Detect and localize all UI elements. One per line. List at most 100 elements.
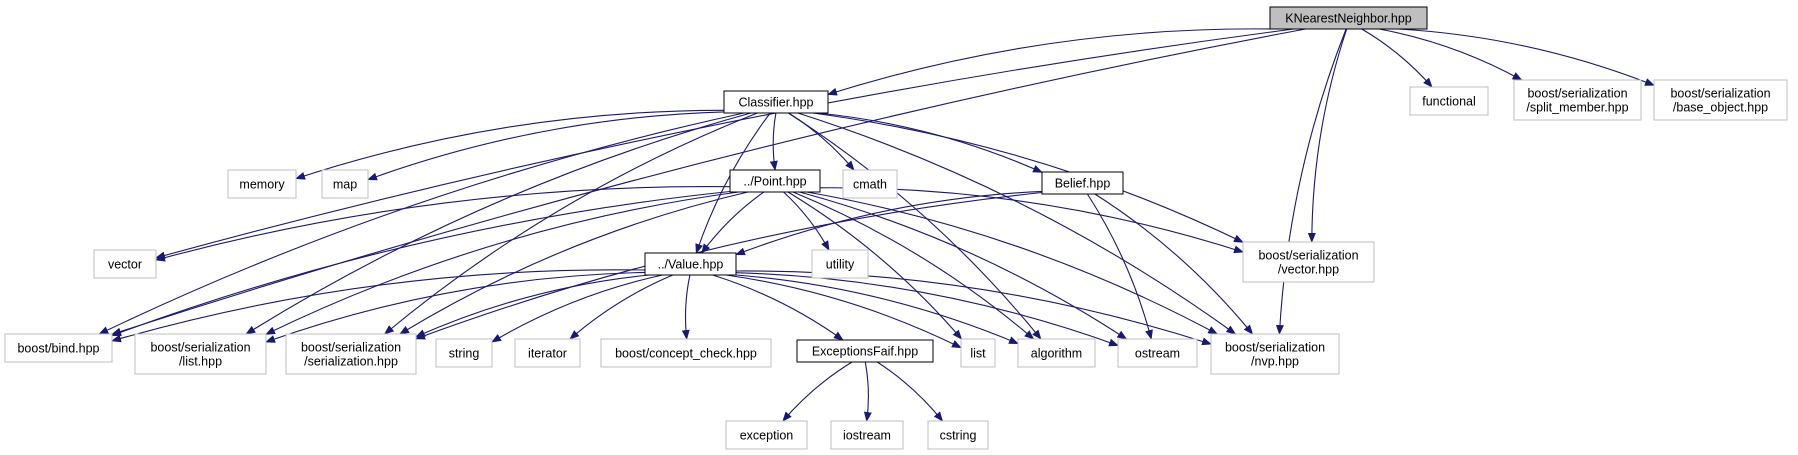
edge-classifier-to-belief [817,112,1043,173]
node-cmath: cmath [842,169,898,199]
node-box-ser_nvp [1210,333,1340,375]
node-box-iostream [830,420,904,450]
node-box-cstring [927,420,989,450]
edge-point-to-ostream [799,191,1128,340]
node-iostream: iostream [830,420,904,450]
edge-point-to-bind [111,190,731,337]
node-map: map [321,169,369,199]
node-label-ser_vector-line-1: /vector.hpp [1278,263,1339,277]
node-exception: exception [725,420,808,450]
node-box-utility [811,249,869,279]
edge-belief-to-value [735,190,1043,256]
node-label-algorithm-line-0: algorithm [1031,347,1082,361]
node-memory: memory [227,169,297,199]
edge-point-to-list [787,191,963,340]
node-label-ser_list-line-1: /list.hpp [179,355,222,369]
edge-exceptions-to-exception [782,361,853,422]
edge-knn-to-classifier [827,28,1274,96]
edge-knn-to-vector [155,28,1294,260]
node-label-memory-line-0: memory [239,178,285,192]
node-label-ser_list-line-0: boost/serialization [150,341,250,355]
node-vector: vector [93,249,157,279]
node-ser_nvp: boost/serialization/nvp.hpp [1210,333,1340,375]
node-box-memory [227,169,297,199]
node-label-base_object-line-1: /base_object.hpp [1673,101,1768,115]
node-knn[interactable]: KNearestNeighbor.hpp [1269,6,1428,30]
node-label-exceptions-line-0: ExceptionsFaif.hpp [812,345,918,359]
edge-value-to-string [491,274,663,343]
edge-point-to-ser_serialization [399,191,749,335]
node-box-list [960,338,996,368]
node-list: list [960,338,996,368]
edge-point-to-ser_nvp [806,191,1219,335]
edge-exceptions-to-iostream [863,361,872,422]
edge-exceptions-to-cstring [876,361,944,422]
node-box-value [644,252,737,276]
node-box-belief [1041,171,1124,195]
node-point[interactable]: ../Point.hpp [729,169,821,193]
node-label-knn-line-0: KNearestNeighbor.hpp [1285,12,1412,26]
node-label-ostream-line-0: ostream [1135,347,1180,361]
node-label-iterator-line-0: iterator [528,347,567,361]
node-label-belief-line-0: Belief.hpp [1055,177,1111,191]
edge-classifier-to-ser_vector [812,112,1244,243]
edge-value-to-ser_serialization [415,274,650,338]
edge-knn-to-split_member [1379,28,1523,81]
edge-knn-to-base_object [1398,28,1655,86]
edge-classifier-to-ser_nvp [797,112,1237,335]
edge-belief-to-ostream [1086,193,1153,340]
node-ser_serialization: boost/serialization/serialization.hpp [285,333,417,375]
node-classifier[interactable]: Classifier.hpp [723,90,829,114]
edge-point-to-ser_list [265,191,739,335]
edge-value-to-ostream [735,272,1119,347]
node-label-functional-line-0: functional [1422,95,1476,109]
node-label-point-line-0: ../Point.hpp [743,175,806,189]
node-box-ostream [1117,338,1198,368]
edge-knn-to-ser_nvp [1275,28,1347,335]
node-box-ser_serialization [285,333,417,375]
node-box-map [321,169,369,199]
node-value[interactable]: ../Value.hpp [644,252,737,276]
node-label-ser_nvp-line-0: boost/serialization [1225,341,1325,355]
node-label-concept_check-line-0: boost/concept_check.hpp [615,347,757,361]
node-label-ser_serialization-line-0: boost/serialization [301,341,401,355]
edge-belief-to-ser_nvp [1094,193,1254,335]
node-label-base_object-line-0: boost/serialization [1670,87,1770,101]
node-ser_vector: boost/serialization/vector.hpp [1242,241,1375,283]
node-box-exception [725,420,808,450]
edge-knn-to-bind [111,28,1306,336]
node-label-map-line-0: map [333,178,357,192]
node-exceptions[interactable]: ExceptionsFaif.hpp [796,339,934,363]
edge-knn-to-ser_vector [1307,28,1348,243]
node-label-bind-line-0: boost/bind.hpp [17,342,99,356]
node-label-ser_nvp-line-1: /nvp.hpp [1251,355,1299,369]
edge-value-to-iterator [569,274,674,340]
node-split_member: boost/serialization/split_member.hpp [1513,79,1642,121]
node-box-ser_list [134,333,267,375]
edge-value-to-algorithm [735,274,1019,345]
edge-knn-to-functional [1361,28,1433,88]
node-box-iterator [514,338,581,368]
edge-classifier-to-map [367,111,725,181]
node-belief[interactable]: Belief.hpp [1041,171,1124,195]
node-label-split_member-line-1: /split_member.hpp [1526,101,1628,115]
node-label-ser_vector-line-0: boost/serialization [1258,249,1358,263]
node-ser_list: boost/serialization/list.hpp [134,333,267,375]
node-label-list-line-0: list [970,347,986,361]
node-box-classifier [723,90,829,114]
node-utility: utility [811,249,869,279]
edge-point-to-vector [155,186,731,262]
node-box-algorithm [1017,338,1096,368]
edge-value-to-ser_nvp [735,270,1212,346]
edge-classifier-to-cmath [788,112,855,171]
node-box-knn [1269,6,1428,30]
node-box-concept_check [600,338,772,368]
node-label-utility-line-0: utility [826,258,855,272]
node-ostream: ostream [1117,338,1198,368]
node-label-cmath-line-0: cmath [853,178,887,192]
edge-value-to-bind [111,269,646,343]
node-box-base_object [1653,79,1788,121]
edge-classifier-to-bind [98,112,745,335]
